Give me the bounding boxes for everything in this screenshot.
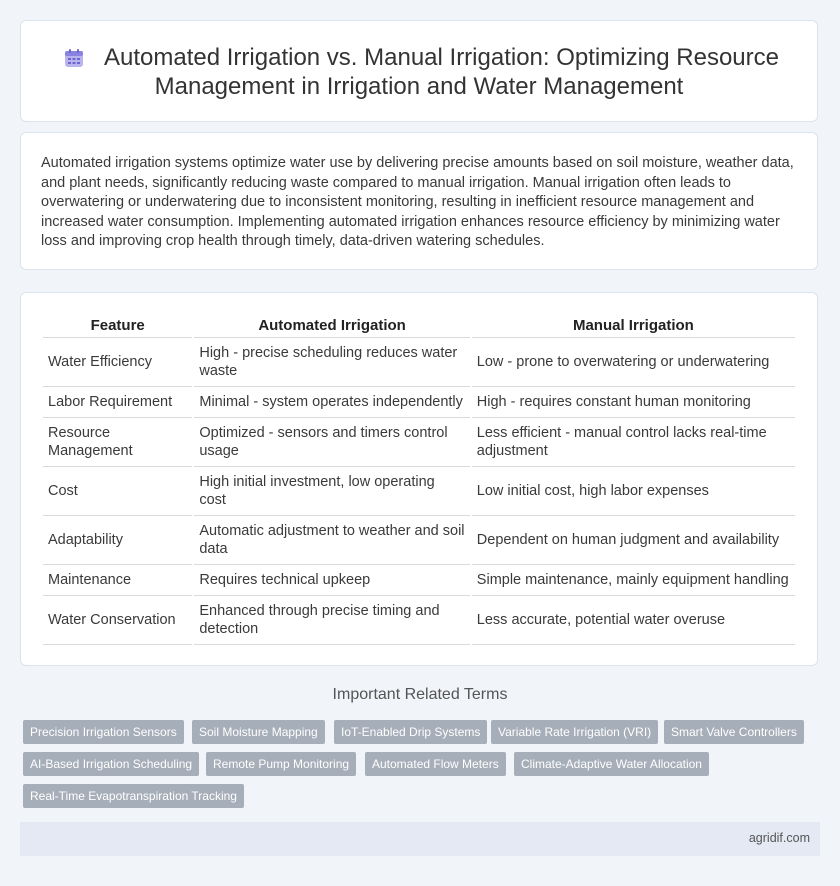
table-row: Maintenance Requires technical upkeep Si…: [43, 565, 795, 596]
cell-manual: High - requires constant human monitorin…: [471, 387, 795, 418]
cell-manual: Dependent on human judgment and availabi…: [471, 516, 795, 565]
cell-automated: Enhanced through precise timing and dete…: [194, 596, 470, 645]
tag-variable-rate-irrigation[interactable]: Variable Rate Irrigation (VRI): [491, 720, 659, 744]
cell-automated: Optimized - sensors and timers control u…: [194, 418, 470, 467]
footer-site-link[interactable]: agridif.com: [748, 831, 810, 845]
cell-automated: Automatic adjustment to weather and soil…: [194, 516, 470, 565]
table-row: Water Conservation Enhanced through prec…: [43, 596, 795, 645]
cell-automated: Minimal - system operates independently: [194, 387, 470, 418]
tag-automated-flow-meters[interactable]: Automated Flow Meters: [365, 752, 506, 776]
cell-automated: High - precise scheduling reduces water …: [194, 338, 470, 387]
tag-real-time-et-tracking[interactable]: Real-Time Evapotranspiration Tracking: [23, 784, 244, 808]
cell-manual: Less efficient - manual control lacks re…: [471, 418, 795, 467]
summary-paragraph: Automated irrigation systems optimize wa…: [41, 155, 794, 249]
page-title: Automated Irrigation vs. Manual Irrigati…: [21, 43, 817, 101]
tag-precision-irrigation-sensors[interactable]: Precision Irrigation Sensors: [23, 720, 184, 744]
title-card: Automated Irrigation vs. Manual Irrigati…: [20, 20, 818, 122]
cell-automated: High initial investment, low operating c…: [194, 467, 470, 516]
comparison-card: Feature Automated Irrigation Manual Irri…: [20, 292, 818, 666]
tag-soil-moisture-mapping[interactable]: Soil Moisture Mapping: [192, 720, 325, 744]
table-header-row: Feature Automated Irrigation Manual Irri…: [43, 315, 795, 338]
cell-feature: Maintenance: [43, 565, 193, 596]
related-terms-heading: Important Related Terms: [332, 686, 508, 703]
tag-iot-drip-systems[interactable]: IoT-Enabled Drip Systems: [334, 720, 488, 744]
cell-feature: Water Efficiency: [43, 338, 193, 387]
tag-smart-valve-controllers[interactable]: Smart Valve Controllers: [664, 720, 804, 744]
footer: agridif.com: [20, 822, 820, 856]
cell-feature: Cost: [43, 467, 193, 516]
cell-manual: Low - prone to overwatering or underwate…: [471, 338, 795, 387]
cell-automated: Requires technical upkeep: [194, 565, 470, 596]
header-feature: Feature: [43, 315, 193, 338]
page-title-line1: Automated Irrigation vs. Manual Irrigati…: [104, 44, 779, 71]
tag-ai-irrigation-scheduling[interactable]: AI-Based Irrigation Scheduling: [23, 752, 200, 776]
header-automated: Automated Irrigation: [194, 315, 470, 338]
header-manual: Manual Irrigation: [471, 315, 795, 338]
cell-manual: Low initial cost, high labor expenses: [471, 467, 795, 516]
calendar-icon: [65, 49, 83, 67]
table-row: Labor Requirement Minimal - system opera…: [43, 387, 795, 418]
table-row: Adaptability Automatic adjustment to wea…: [43, 516, 795, 565]
table-row: Cost High initial investment, low operat…: [43, 467, 795, 516]
table-row: Water Efficiency High - precise scheduli…: [43, 338, 795, 387]
cell-feature: Adaptability: [43, 516, 193, 565]
tag-climate-adaptive-allocation[interactable]: Climate-Adaptive Water Allocation: [514, 752, 709, 776]
cell-feature: Labor Requirement: [43, 387, 193, 418]
tag-remote-pump-monitoring[interactable]: Remote Pump Monitoring: [206, 752, 357, 776]
cell-manual: Simple maintenance, mainly equipment han…: [471, 565, 795, 596]
cell-feature: Water Conservation: [43, 596, 193, 645]
table-row: Resource Management Optimized - sensors …: [43, 418, 795, 467]
cell-feature: Resource Management: [43, 418, 193, 467]
summary-card: Automated irrigation systems optimize wa…: [20, 132, 818, 270]
page-title-line2: Management in Irrigation and Water Manag…: [154, 73, 684, 100]
comparison-table: Feature Automated Irrigation Manual Irri…: [41, 315, 797, 645]
cell-manual: Less accurate, potential water overuse: [471, 596, 795, 645]
